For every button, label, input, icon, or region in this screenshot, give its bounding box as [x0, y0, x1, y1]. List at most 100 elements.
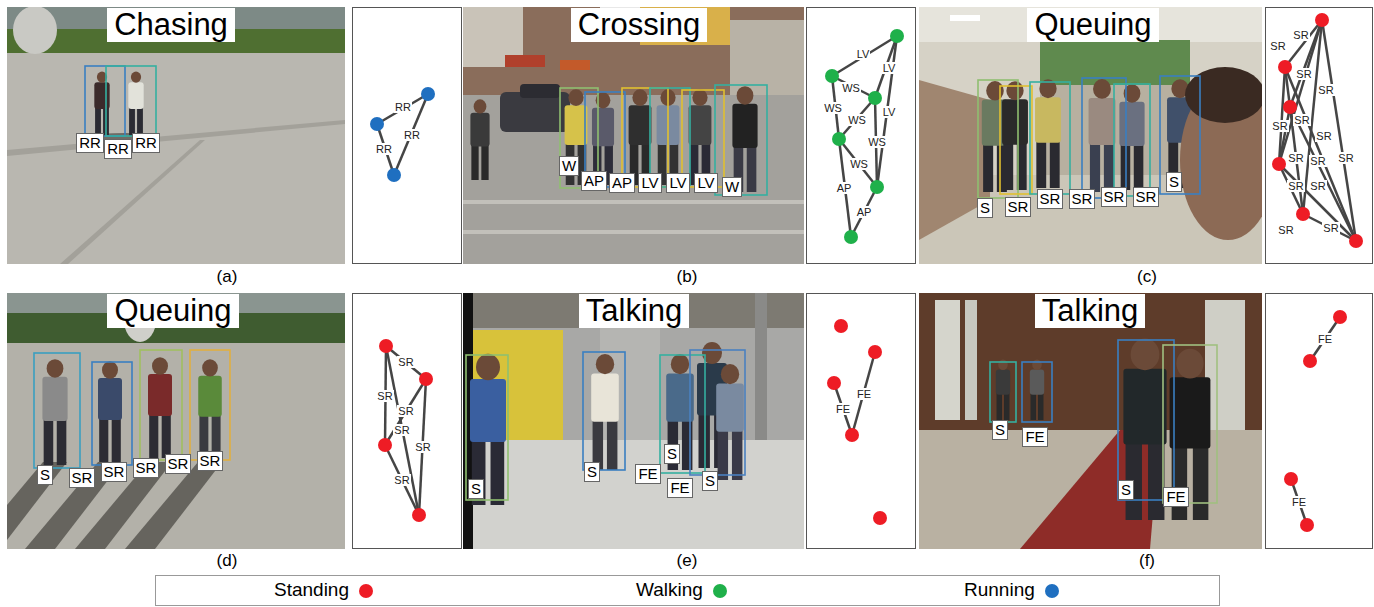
scene-shape [128, 82, 143, 109]
edge-label: RR [375, 143, 393, 155]
scene-shape [1038, 392, 1043, 420]
bounding-box [990, 362, 1016, 422]
bounding-box [34, 353, 80, 468]
person-dot [1296, 207, 1310, 221]
edge-label: WS [823, 102, 843, 114]
edge-label: LV [882, 62, 897, 74]
legend-text: Walking [636, 579, 703, 601]
scene-shape [919, 7, 1262, 42]
relation-line [832, 76, 875, 98]
scene-shape [42, 377, 67, 421]
person-head [986, 81, 1004, 100]
panel-caption: (a) [217, 267, 238, 287]
edge-label: SR [1295, 68, 1312, 80]
legend-text: Standing [274, 579, 349, 601]
scene-shape [1090, 139, 1100, 192]
person-dot [1278, 60, 1292, 74]
relation-line [394, 94, 428, 175]
scene-shape [592, 108, 614, 147]
scene-shape [689, 105, 712, 145]
bounding-box [690, 350, 745, 475]
scene-shape [481, 142, 488, 180]
panel-title: Queuing [107, 294, 238, 328]
photo [7, 293, 345, 549]
title-text: Queuing [114, 295, 231, 327]
edge-label: SR [1287, 152, 1304, 164]
bounding-box [85, 66, 125, 136]
photo-tag: SR [1101, 187, 1128, 207]
person-dot [870, 180, 884, 194]
scene-shape [1050, 137, 1060, 188]
scene-shape [148, 374, 172, 416]
title-text: Queuing [1034, 9, 1151, 41]
scene-shape [950, 15, 980, 21]
scene-shape [137, 106, 143, 136]
person-head [632, 89, 647, 106]
panel-caption: (b) [677, 267, 698, 287]
edge-label: SR [1337, 152, 1354, 164]
scene-shape [463, 7, 804, 264]
title-text: Talking [586, 295, 683, 327]
edge-label: WS [847, 114, 867, 126]
relation-graph: LVLVWSWSLVWSWSWSAPAP [806, 7, 916, 264]
scene-shape [983, 140, 993, 192]
photo-tag: S [977, 198, 993, 218]
scene-shape [162, 411, 171, 458]
edge-label: SR [414, 441, 431, 453]
person-head [47, 359, 64, 377]
person-dot [1315, 13, 1329, 27]
person-dot [1303, 354, 1317, 368]
scene-shape [560, 60, 590, 70]
scene-shape [1035, 97, 1061, 142]
edge-label: SR [1277, 224, 1294, 236]
person-dot [1272, 157, 1286, 171]
scene-shape [57, 416, 67, 465]
edge-label: AP [856, 206, 873, 218]
person-dot [419, 372, 433, 386]
person-head [692, 89, 707, 106]
scene-shape [996, 370, 1010, 395]
photo-tag: LV [638, 173, 661, 193]
photo-tag: LV [666, 173, 689, 193]
person-dot [890, 29, 904, 43]
photo-tag: S [1118, 480, 1134, 500]
legend-swatch [713, 584, 727, 598]
person-dot [1300, 518, 1314, 532]
edge-label: SR [1293, 114, 1310, 126]
scene-shape [965, 300, 977, 420]
scene-shape [1104, 139, 1114, 192]
bounding-box [1030, 82, 1070, 194]
person-dot [825, 69, 839, 83]
photo-tag: S [1166, 172, 1182, 192]
legend-text: Running [964, 579, 1035, 601]
scene-shape [1036, 137, 1046, 188]
edge-label: SR [1309, 180, 1326, 192]
relation-line [385, 379, 426, 445]
edge-label: SR [1315, 130, 1332, 142]
relation-line [1285, 67, 1356, 241]
scene-shape [7, 293, 345, 549]
edge-label: SR [397, 356, 414, 368]
scene-shape [629, 105, 652, 145]
relation-line [1290, 107, 1356, 241]
scene-shape [1003, 139, 1013, 190]
scene-shape [99, 415, 108, 462]
photo-tag: RR [132, 133, 160, 153]
scene-shape [591, 373, 619, 421]
scene-shape [607, 416, 617, 470]
person-head [721, 364, 739, 384]
scene-shape [470, 113, 489, 147]
panel-title: Talking [1035, 294, 1146, 328]
bounding-box [92, 362, 132, 465]
scene-shape [463, 440, 804, 549]
scene-shape [520, 84, 560, 98]
scene-shape [732, 426, 742, 480]
panel-title: Queuing [1027, 8, 1158, 42]
legend-swatch [1045, 584, 1059, 598]
edge-label: SR [1309, 155, 1326, 167]
scene-shape [1170, 377, 1211, 448]
relation-graph: FEFE [806, 293, 916, 549]
relation-line [851, 187, 877, 237]
relation-line [385, 445, 419, 515]
scene-shape [463, 7, 804, 95]
